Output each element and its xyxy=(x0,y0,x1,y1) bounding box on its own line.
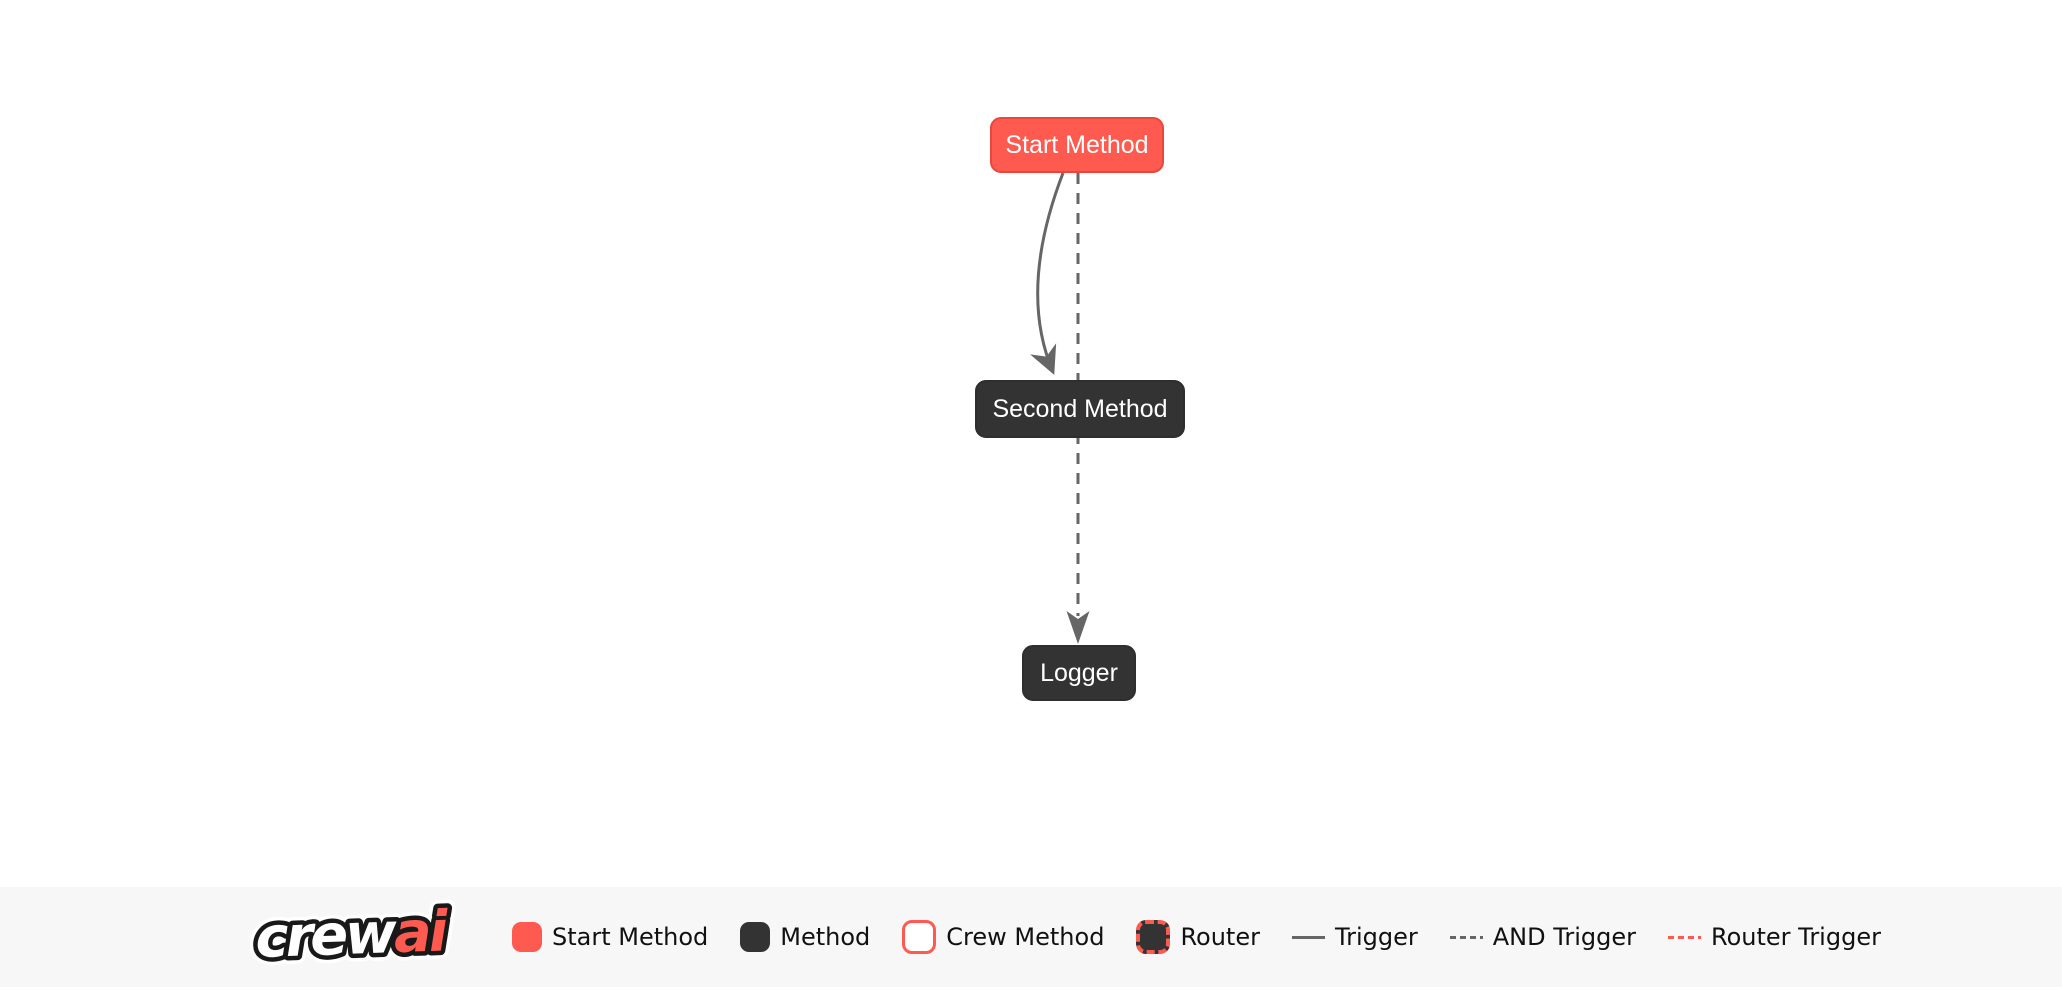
and-trigger-line-icon xyxy=(1449,935,1483,939)
trigger-line-icon xyxy=(1291,935,1325,939)
svg-text:crewai: crewai xyxy=(254,899,449,971)
flow-node-label: Second Method xyxy=(992,394,1168,423)
legend-bar: crewai crewai crewai Start Method Method… xyxy=(0,887,2062,987)
legend-item-router-trigger: Router Trigger xyxy=(1668,923,1881,951)
method-swatch-icon xyxy=(740,922,771,952)
legend-label: Router Trigger xyxy=(1711,923,1881,951)
legend-item-method: Method xyxy=(740,922,870,952)
logo-text-ai: ai xyxy=(393,899,450,966)
legend-item-trigger: Trigger xyxy=(1291,923,1418,951)
router-trigger-line-icon xyxy=(1668,935,1702,939)
svg-text:crewai: crewai xyxy=(254,899,449,971)
crew-method-swatch-icon xyxy=(902,920,937,954)
flow-canvas[interactable]: Start Method Second Method Logger xyxy=(0,0,2062,887)
legend-label: Router xyxy=(1180,923,1260,951)
legend-label: Trigger xyxy=(1334,923,1418,951)
legend-label: Method xyxy=(780,923,871,951)
legend-item-and-trigger: AND Trigger xyxy=(1449,923,1637,951)
logo-text-crew: crew xyxy=(254,901,398,971)
logo-text-ai: ai xyxy=(393,899,450,966)
flow-node-second-method[interactable]: Second Method xyxy=(975,380,1185,438)
edge-and-trigger-arrowhead xyxy=(1066,611,1090,644)
logo-text-crew: crew xyxy=(254,901,398,971)
flow-node-label: Logger xyxy=(1040,658,1118,687)
router-swatch-icon xyxy=(1136,920,1171,954)
legend-item-crew-method: Crew Method xyxy=(902,920,1104,954)
legend-label: Start Method xyxy=(552,923,709,951)
start-method-swatch-icon xyxy=(512,922,542,952)
legend-item-start-method: Start Method xyxy=(512,922,708,952)
flow-node-start-method[interactable]: Start Method xyxy=(990,117,1164,173)
crewai-logo: crewai crewai crewai xyxy=(250,895,458,979)
legend-label: AND Trigger xyxy=(1492,923,1637,951)
flow-node-logger[interactable]: Logger xyxy=(1022,645,1136,701)
logo-text-crew: crew xyxy=(254,901,398,971)
legend-label: Crew Method xyxy=(946,923,1105,951)
flow-node-label: Start Method xyxy=(1005,130,1149,159)
svg-text:crewai: crewai xyxy=(254,899,449,971)
edge-trigger-solid xyxy=(1030,172,1065,375)
legend-item-router: Router xyxy=(1136,920,1260,954)
